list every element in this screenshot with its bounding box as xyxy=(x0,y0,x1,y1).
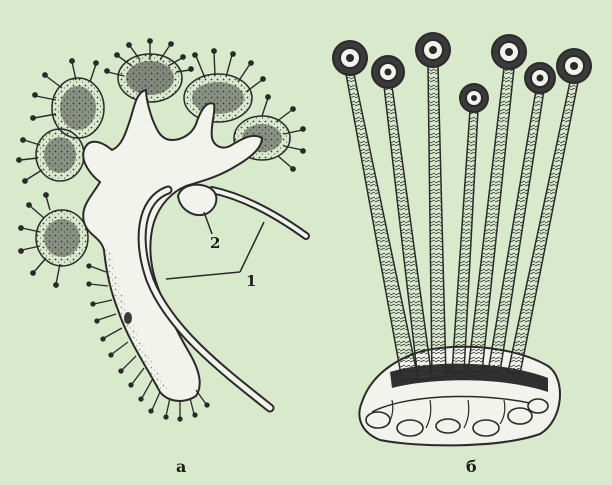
stalk-head xyxy=(525,63,555,93)
capsule-2 xyxy=(178,185,216,215)
stalk-head xyxy=(460,84,488,112)
callout-label-1: 1 xyxy=(246,272,256,290)
stalk-head xyxy=(416,33,450,67)
panel-b-drawing xyxy=(333,33,591,445)
panel-label-b: б xyxy=(466,457,477,476)
stalks xyxy=(346,66,578,380)
stalk-head xyxy=(372,56,404,88)
callout-label-2: 2 xyxy=(210,234,220,252)
body-spot xyxy=(124,312,132,324)
stalk-heads xyxy=(333,33,591,112)
thread-1-right xyxy=(212,190,306,236)
panel-a-drawing xyxy=(17,39,306,421)
stalk-head xyxy=(333,41,367,75)
stalk-head xyxy=(557,49,591,83)
stalk-head xyxy=(492,35,526,69)
panel-label-a: а xyxy=(176,457,186,476)
